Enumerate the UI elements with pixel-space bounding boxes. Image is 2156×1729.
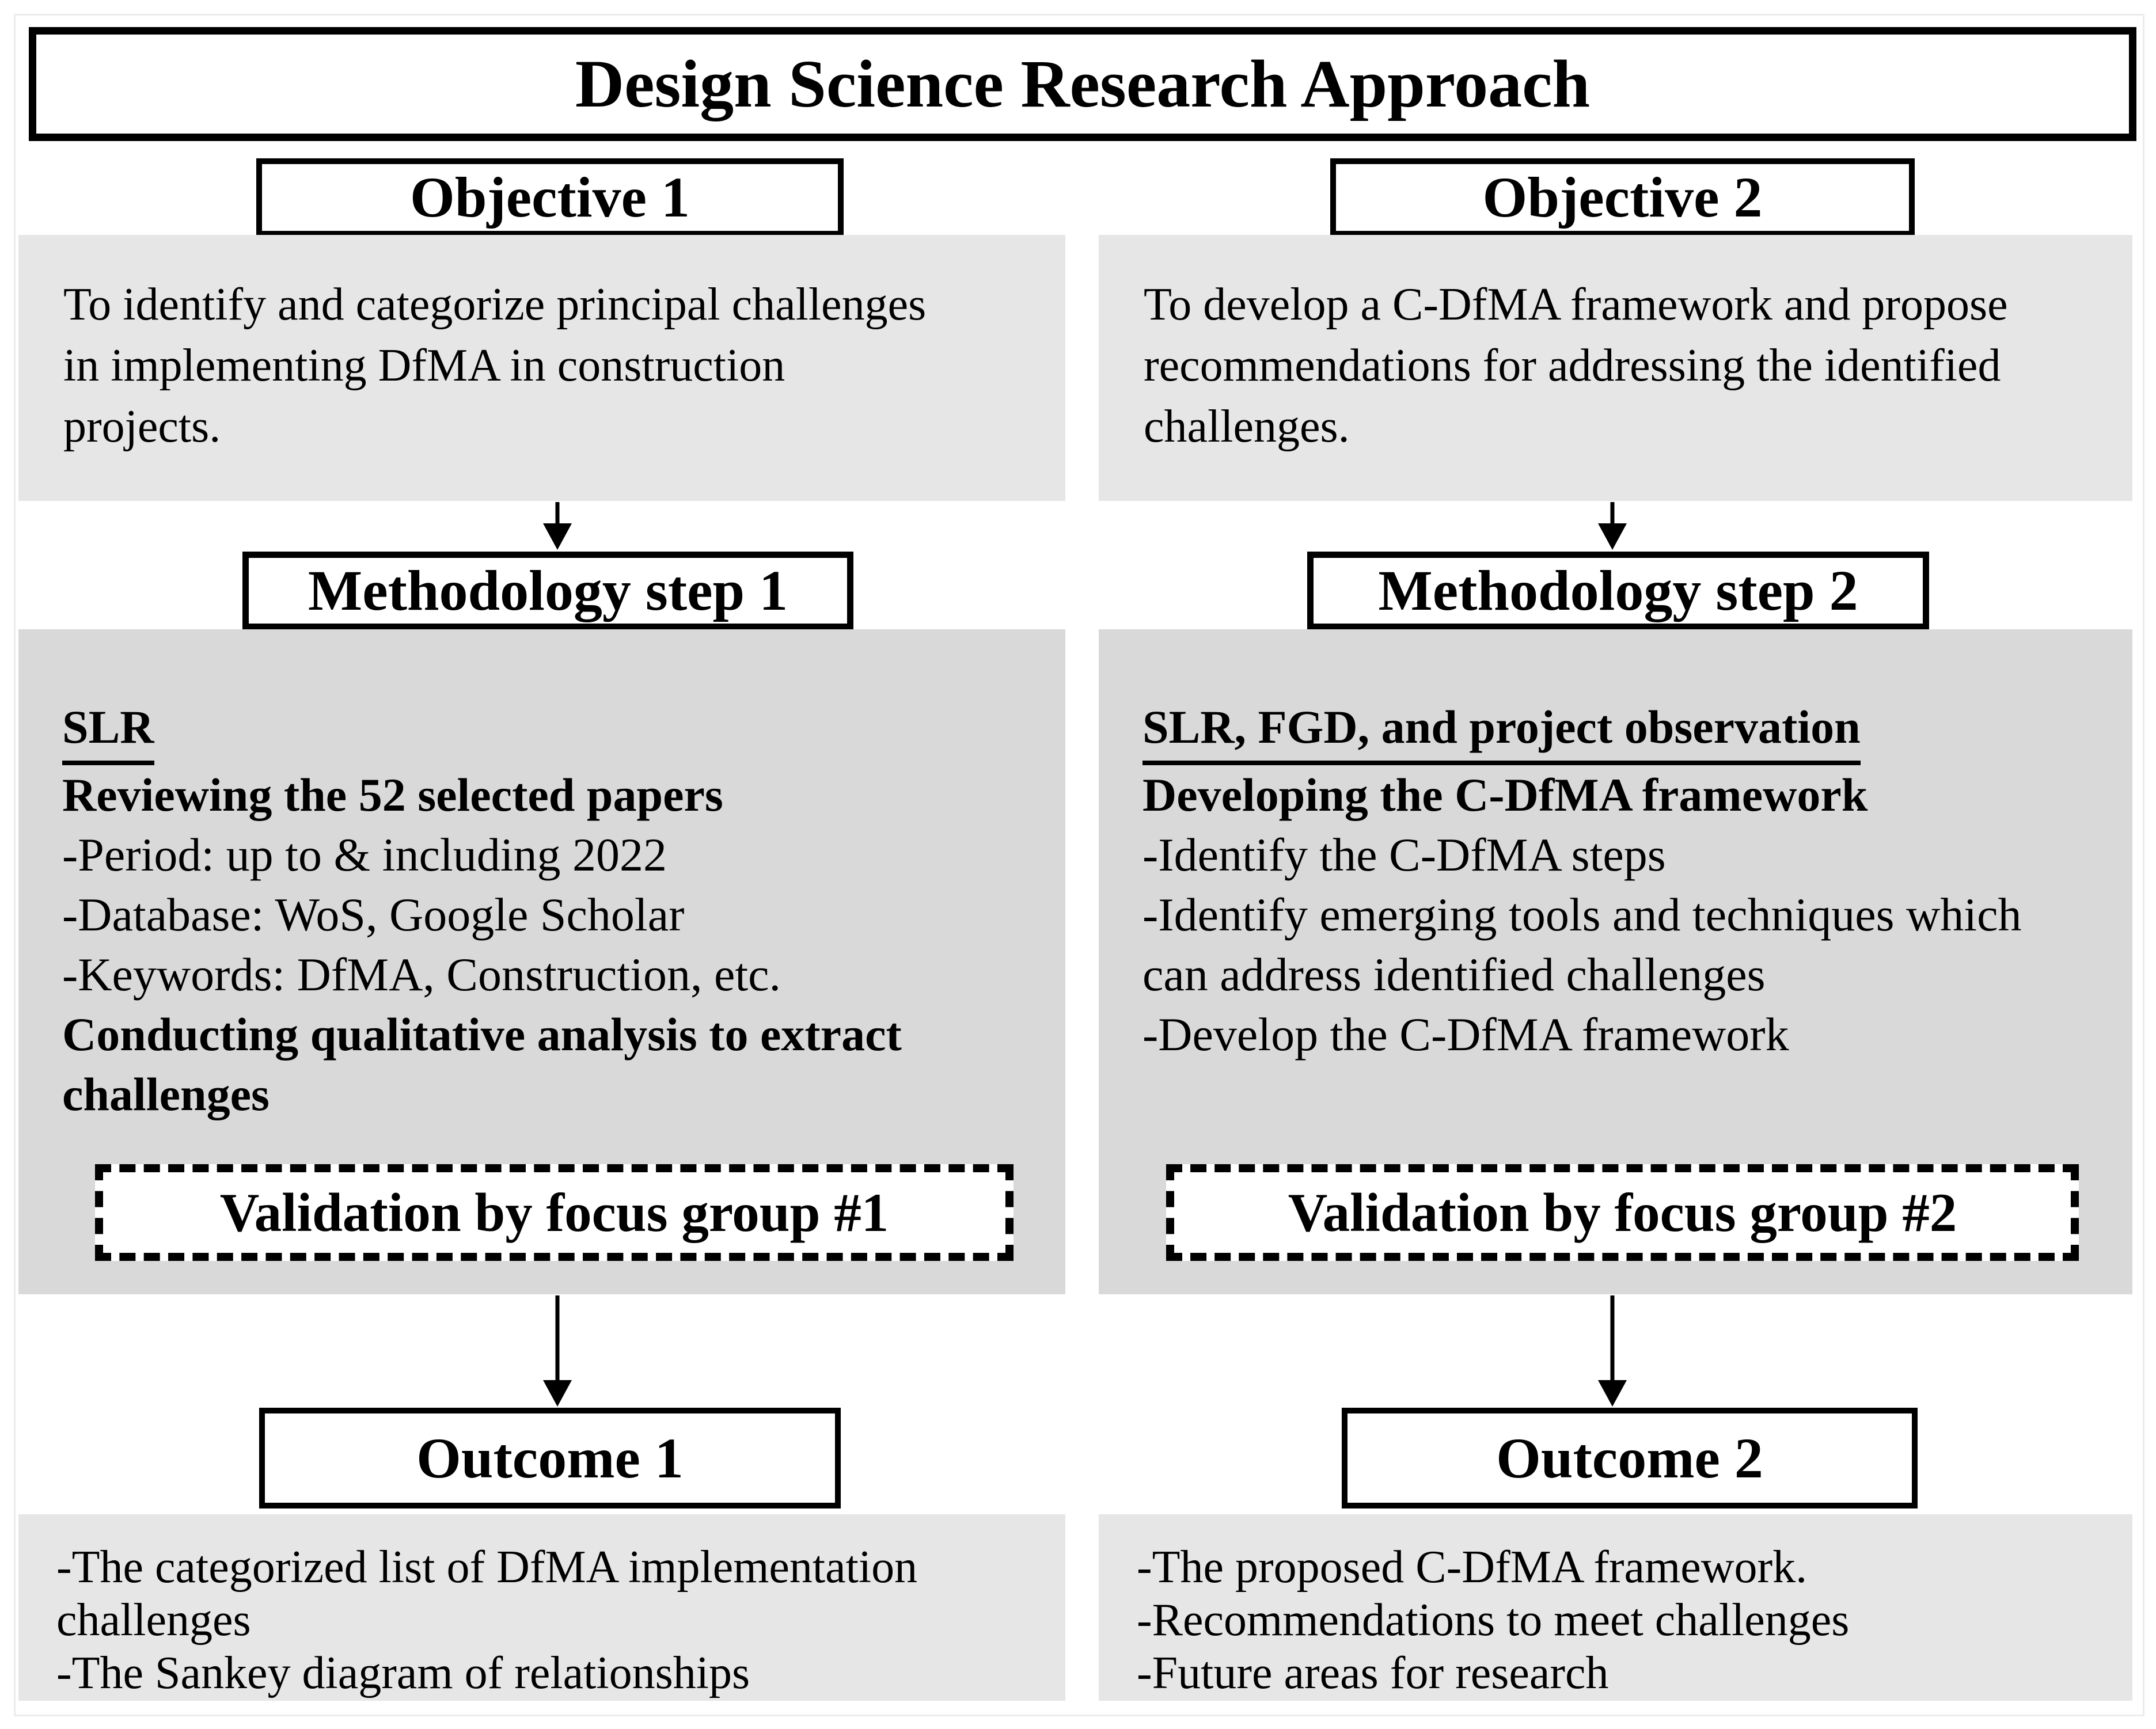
methodology-step-2-box: Methodology step 2 (1307, 552, 1929, 630)
methodology-1-details: -Period: up to & including 2022 -Databas… (62, 829, 781, 1001)
figure-frame (14, 14, 2144, 1716)
objective-1-box: Objective 1 (256, 158, 844, 237)
objective-2-description-panel: To develop a C-DfMA framework and propos… (1099, 235, 2132, 501)
methodology-2-method-heading: SLR, FGD, and project observation (1142, 697, 1861, 765)
figure-title: Design Science Research Approach (575, 46, 1591, 121)
methodology-2-activity-1: Developing the C-DfMA framework (1142, 769, 1868, 821)
arrow-head (543, 1380, 572, 1407)
objective-1-description-panel: To identify and categorize principal cha… (18, 235, 1065, 501)
methodology-1-activity-2: Conducting qualitative analysis to extra… (62, 1008, 902, 1120)
outcome-2-label: Outcome 2 (1496, 1426, 1763, 1490)
objective-2-description: To develop a C-DfMA framework and propos… (1144, 279, 2008, 452)
outcome-1-items: -The categorized list of DfMA implementa… (56, 1542, 918, 1698)
outcome-1-box: Outcome 1 (259, 1408, 841, 1508)
methodology-step-1-content: SLR Reviewing the 52 selected papers -Pe… (18, 629, 1065, 1124)
objective-2-label: Objective 2 (1482, 165, 1763, 229)
arrow-head (543, 523, 572, 550)
validation-focus-group-1-label: Validation by focus group #1 (219, 1181, 889, 1243)
validation-focus-group-2-label: Validation by focus group #2 (1288, 1181, 1957, 1243)
methodology-step-1-label: Methodology step 1 (308, 558, 788, 622)
down-arrow-icon (540, 502, 575, 550)
down-arrow-icon (1595, 502, 1630, 550)
outcome-1-label: Outcome 1 (416, 1426, 684, 1490)
outcome-2-panel: -The proposed C-DfMA framework. -Recomme… (1099, 1514, 2132, 1701)
methodology-step-1-box: Methodology step 1 (242, 552, 853, 630)
method-heading-line: SLR, FGD, and project observation (1142, 697, 2109, 765)
outcome-2-box: Outcome 2 (1342, 1408, 1918, 1508)
method-heading-line: SLR (62, 697, 1042, 765)
title-box: Design Science Research Approach (29, 27, 2136, 141)
methodology-2-details: -Identify the C-DfMA steps -Identify eme… (1142, 829, 2022, 1061)
objective-2-box: Objective 2 (1330, 158, 1915, 237)
arrow-head (1598, 1380, 1627, 1407)
outcome-2-items: -The proposed C-DfMA framework. -Recomme… (1137, 1542, 1850, 1698)
validation-focus-group-1-box: Validation by focus group #1 (95, 1164, 1014, 1261)
down-arrow-icon (540, 1295, 575, 1407)
validation-focus-group-2-box: Validation by focus group #2 (1166, 1164, 2079, 1261)
methodology-1-method-heading: SLR (62, 697, 154, 765)
objective-1-label: Objective 1 (410, 165, 690, 229)
arrow-shaft (1610, 1295, 1615, 1384)
arrow-shaft (555, 502, 560, 527)
arrow-shaft (1610, 502, 1615, 527)
methodology-step-2-content: SLR, FGD, and project observation Develo… (1099, 629, 2132, 1065)
arrow-shaft (555, 1295, 560, 1384)
down-arrow-icon (1595, 1295, 1630, 1407)
methodology-1-activity-1: Reviewing the 52 selected papers (62, 769, 723, 821)
outcome-1-panel: -The categorized list of DfMA implementa… (18, 1514, 1065, 1701)
arrow-head (1598, 523, 1627, 550)
objective-1-description: To identify and categorize principal cha… (63, 279, 927, 452)
methodology-step-2-label: Methodology step 2 (1378, 558, 1858, 622)
